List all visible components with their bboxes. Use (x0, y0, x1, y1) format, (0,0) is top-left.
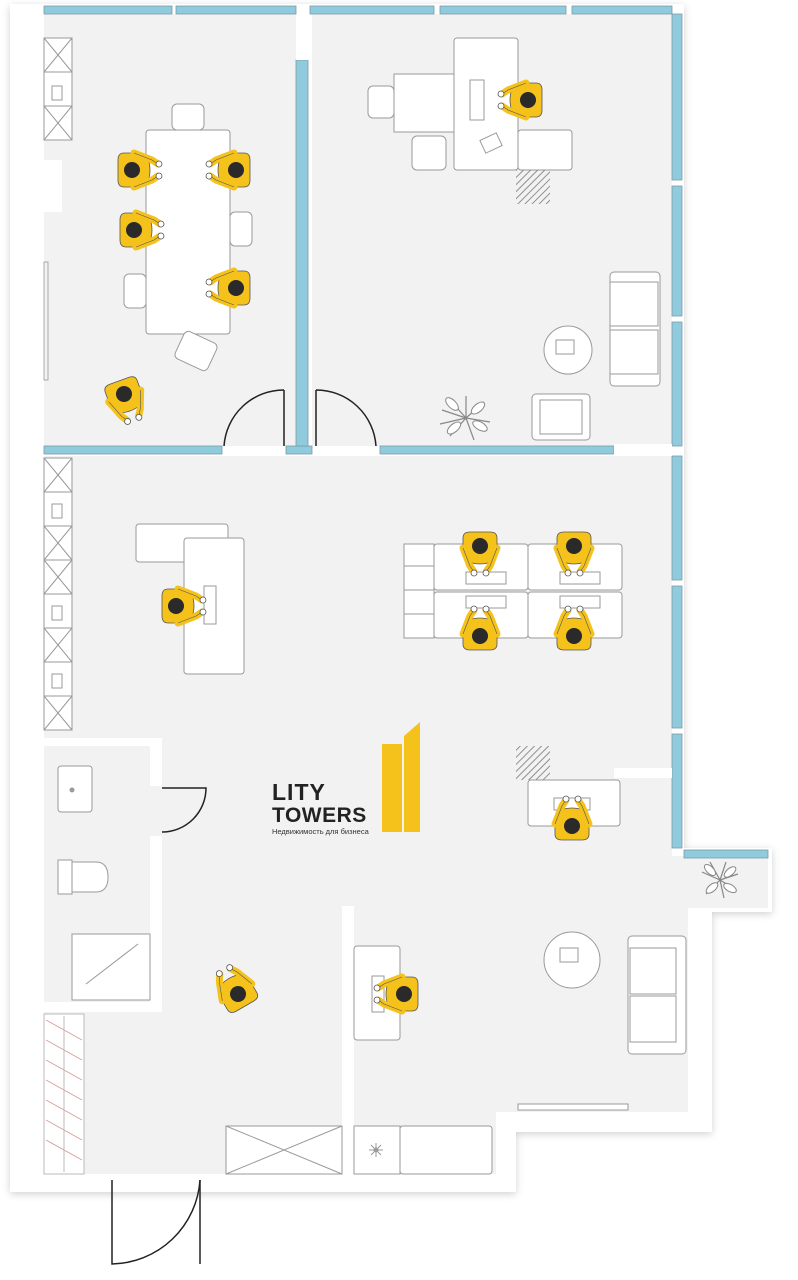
interior-walls (40, 160, 354, 1176)
plant-icon (701, 861, 739, 899)
sofa (609, 271, 661, 387)
logo-line2: TOWERS (272, 804, 367, 827)
toilet-icon (57, 859, 109, 895)
sofa (627, 935, 687, 1055)
doors (111, 389, 377, 1265)
logo-mark (404, 722, 420, 832)
shower-icon (71, 933, 151, 1001)
logo-mark (382, 744, 402, 832)
round-table (543, 325, 593, 375)
fan-icon (369, 1143, 383, 1157)
reception-desk (135, 523, 245, 675)
logo-tagline: Недвижимость для бизнеса (272, 827, 370, 836)
hatched-block (516, 746, 550, 780)
armchair (531, 393, 591, 441)
kitchen-units (353, 1125, 493, 1175)
sink-icon (57, 765, 93, 813)
meeting-table (123, 103, 253, 372)
city-towers-logo: LITY TOWERS Недвижимость для бизнеса (272, 722, 420, 836)
round-table (543, 931, 601, 989)
plant-icon (439, 396, 491, 441)
logo-line1: LITY (272, 779, 326, 805)
radiator (517, 1103, 629, 1111)
wardrobe (43, 1013, 85, 1175)
shelves-top (43, 37, 73, 141)
cabinet (225, 1125, 343, 1175)
shelves-open (43, 457, 73, 731)
hatched-block (516, 170, 550, 204)
glass-partitions (43, 5, 769, 859)
